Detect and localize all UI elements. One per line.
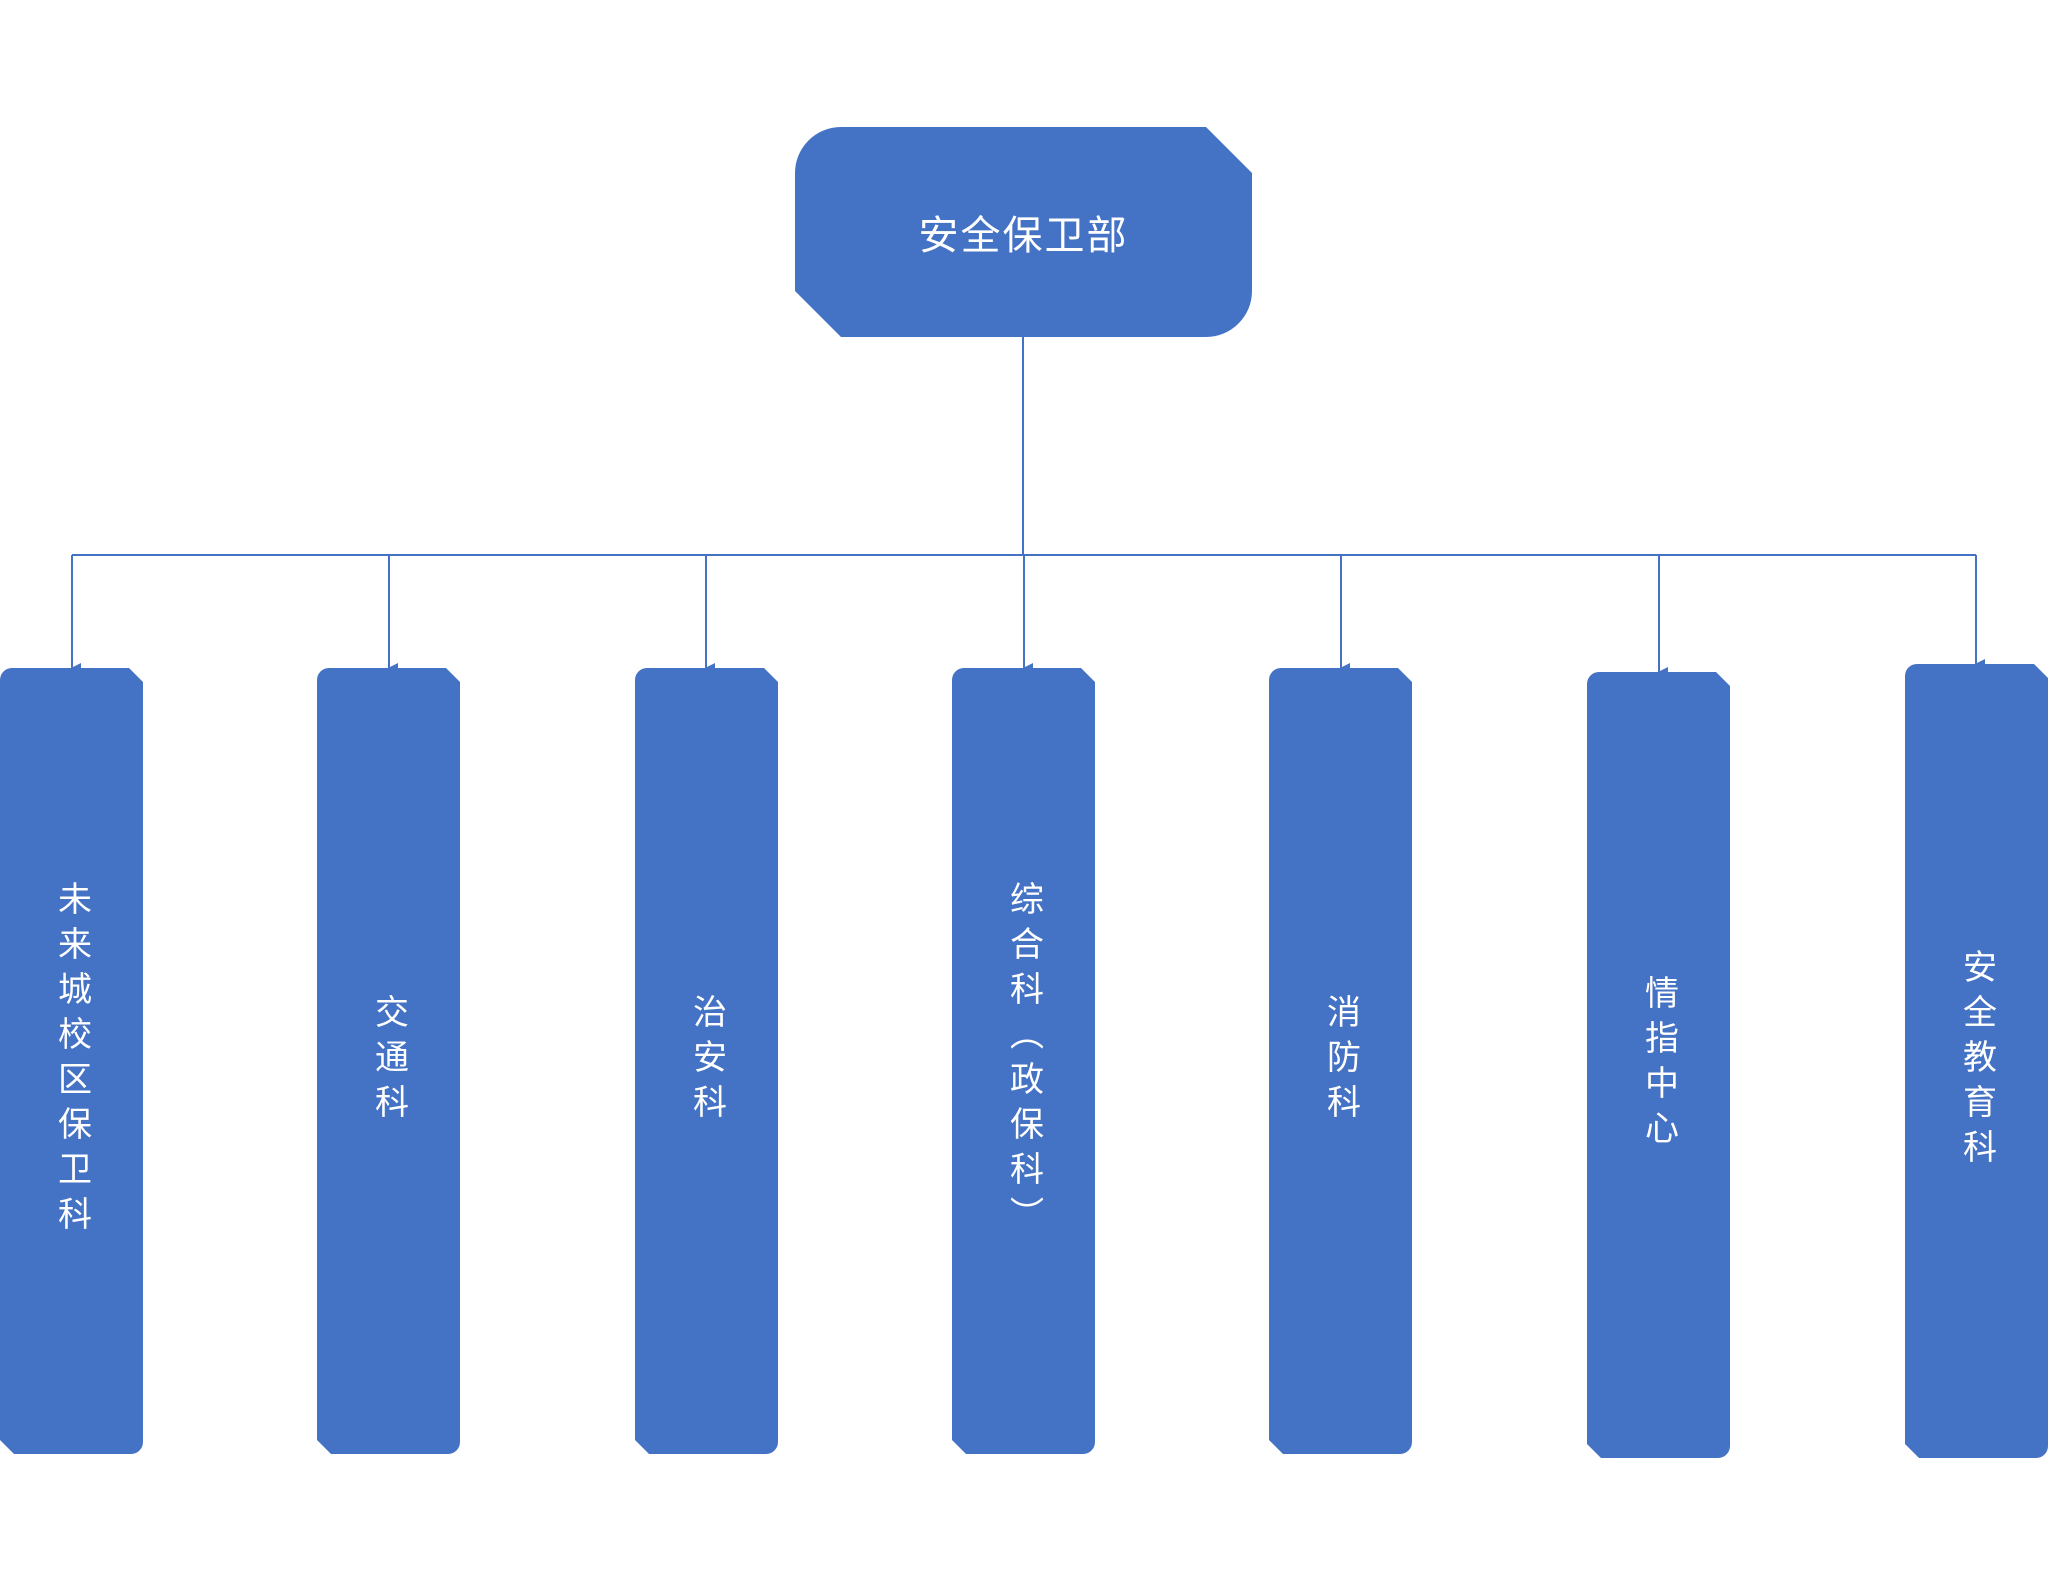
child-label: 未来城校区保卫科	[51, 881, 92, 1241]
child-node-7: 安全教育科	[1905, 664, 2048, 1458]
root-label: 安全保卫部	[918, 213, 1129, 259]
child-node-1: 未来城校区保卫科	[0, 668, 143, 1454]
child-label: 交通科	[368, 993, 409, 1129]
root-node: 安全保卫部	[795, 127, 1252, 337]
child-label: 消防科	[1320, 993, 1361, 1129]
child-node-4: 综合科（政保科）	[952, 668, 1095, 1454]
child-node-5: 消防科	[1269, 668, 1412, 1454]
child-label: 情指中心	[1638, 975, 1679, 1155]
child-node-3: 治安科	[635, 668, 778, 1454]
child-label: 综合科（政保科）	[1003, 881, 1044, 1241]
child-label: 安全教育科	[1956, 948, 1997, 1174]
child-label: 治安科	[686, 993, 727, 1129]
child-node-2: 交通科	[317, 668, 460, 1454]
child-node-6: 情指中心	[1587, 672, 1730, 1458]
